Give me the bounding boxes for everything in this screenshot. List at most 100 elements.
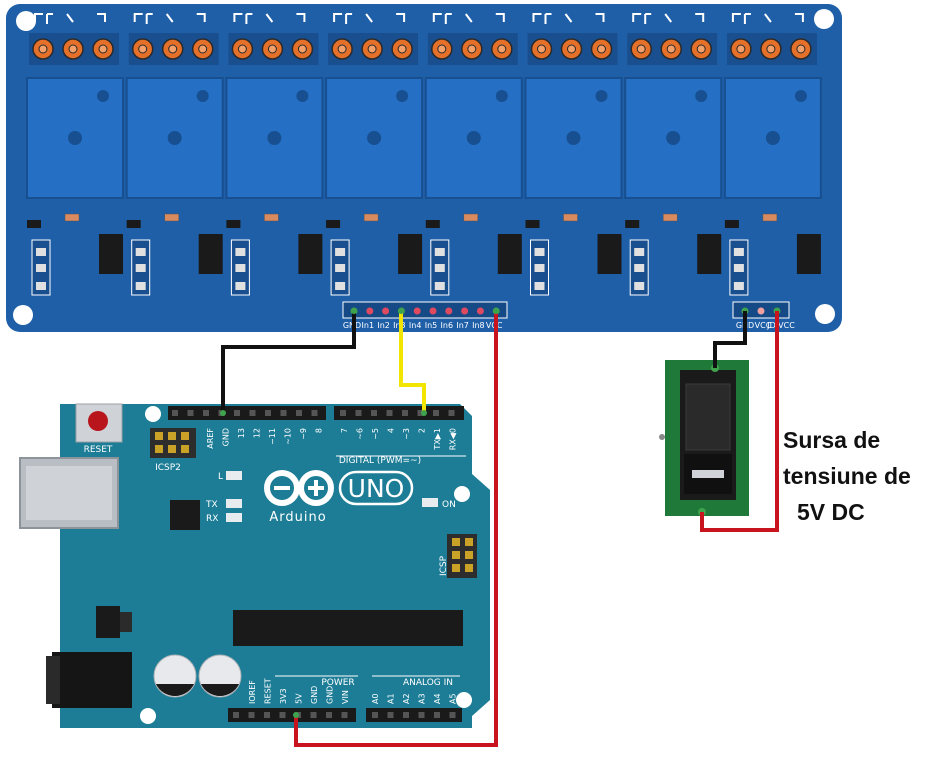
power-pin	[341, 712, 348, 718]
jumper-pad	[36, 264, 46, 272]
jumper-pad	[235, 282, 246, 290]
jumper-pad	[434, 248, 445, 256]
tx-led	[226, 499, 242, 508]
jumper-pad	[634, 264, 645, 272]
digital-pin-label: TX▶1	[433, 428, 442, 451]
terminal-screw-center	[138, 44, 148, 54]
terminal-symbol	[664, 13, 672, 23]
arduino-brand-label: Arduino	[269, 510, 326, 525]
terminal-screw-center	[437, 44, 447, 54]
nc-symbol	[644, 13, 652, 24]
relay-dot	[296, 90, 309, 102]
capacitor-stripe	[156, 684, 194, 697]
relay-dot	[765, 131, 780, 145]
terminal-symbol	[265, 13, 274, 23]
reset-button-cap[interactable]	[88, 411, 108, 431]
tx-label: TX	[205, 500, 218, 510]
power-pin	[233, 712, 239, 718]
dc-barrel-jack	[52, 652, 132, 708]
terminal-screw-center	[367, 44, 377, 54]
terminal-screw-center	[337, 44, 347, 54]
analog-pin	[418, 712, 425, 718]
terminal-screw-center	[267, 44, 277, 54]
terminal-screw-center	[796, 44, 806, 54]
wire-gnd	[221, 311, 356, 413]
analog-pin-label: A0	[371, 693, 380, 704]
smd-transistor	[326, 220, 341, 228]
digital-pin	[187, 410, 194, 416]
jumper-pad	[733, 248, 744, 256]
terminal-symbol	[196, 13, 206, 22]
jumper-pad	[335, 264, 346, 272]
digital-pin	[249, 410, 256, 416]
wires	[220, 308, 779, 747]
digital-pin	[371, 410, 377, 416]
rx-label: RX	[206, 514, 218, 524]
relay-header-label: In1	[362, 321, 375, 330]
smd-transistor	[525, 220, 540, 228]
terminal-screw-center	[666, 44, 676, 54]
power-pin-label: IOREF	[248, 680, 257, 704]
relay-header-label: In8	[472, 321, 485, 330]
digital-pin-label: ~3	[402, 428, 411, 440]
terminal-symbol	[495, 13, 505, 22]
relay-header-pin	[413, 307, 421, 315]
icsp-pin	[465, 538, 473, 546]
mount-hole	[814, 9, 834, 29]
digital-pin-label: ~9	[299, 428, 308, 440]
terminal-screw-center	[567, 44, 576, 54]
optocoupler	[398, 234, 423, 274]
digital-pin	[296, 410, 302, 416]
terminal-symbol	[465, 13, 473, 23]
nc-symbol	[245, 13, 253, 24]
mount-hole	[13, 305, 33, 325]
jumper-pad	[733, 264, 744, 272]
caption-line-3: 5V DC	[797, 499, 865, 525]
terminal-symbol	[165, 13, 174, 23]
jumper-pad	[634, 282, 645, 290]
icsp2-pin	[168, 445, 176, 453]
logo-loop-left	[264, 470, 300, 506]
power-pin	[326, 712, 332, 718]
digital-header-right	[334, 406, 464, 420]
terminal-screw-center	[98, 44, 108, 54]
mount-hole	[16, 11, 36, 31]
digital-pin-label: ~6	[356, 428, 365, 440]
relay-header-pin	[445, 307, 453, 315]
wire-end	[421, 410, 427, 416]
relay-header-label: In2	[377, 321, 390, 330]
smd-resistor	[164, 213, 179, 222]
terminal-symbol	[365, 13, 373, 23]
usb-connector-face	[26, 466, 112, 520]
wire-vcc	[294, 311, 498, 747]
relay-dot	[566, 131, 581, 145]
analog-header	[366, 708, 462, 722]
terminal-screw-center	[736, 44, 746, 54]
terminal-symbol	[133, 13, 143, 22]
icsp2-pins	[155, 432, 189, 453]
logo-plus-v	[314, 480, 318, 496]
terminal-symbol	[296, 13, 306, 22]
relay-dot	[367, 131, 382, 145]
voltage-regulator-tab	[120, 612, 132, 632]
on-label: ON	[442, 500, 456, 510]
power-pin-label: VIN	[341, 690, 350, 704]
icsp-pin	[465, 551, 473, 559]
l-label: L	[218, 472, 223, 482]
digital-pin	[265, 410, 271, 416]
wire-end	[493, 308, 499, 314]
digital-pin-label: ~10	[284, 428, 293, 445]
bottom-header-pins	[233, 712, 456, 718]
logo-minus	[274, 486, 290, 490]
power-supply-caption: Sursa de tensiune de 5V DC	[783, 422, 933, 530]
terminal-screw-center	[497, 44, 507, 54]
power-pin-label: RESET	[264, 678, 273, 704]
terminal-symbol	[432, 13, 442, 22]
analog-pin-label: A5	[449, 693, 458, 704]
wire-supply-gnd	[713, 311, 747, 368]
arduino-logo	[264, 470, 334, 506]
jumper-pad	[335, 248, 346, 256]
nc-symbol	[145, 13, 153, 24]
optocoupler	[796, 234, 821, 274]
